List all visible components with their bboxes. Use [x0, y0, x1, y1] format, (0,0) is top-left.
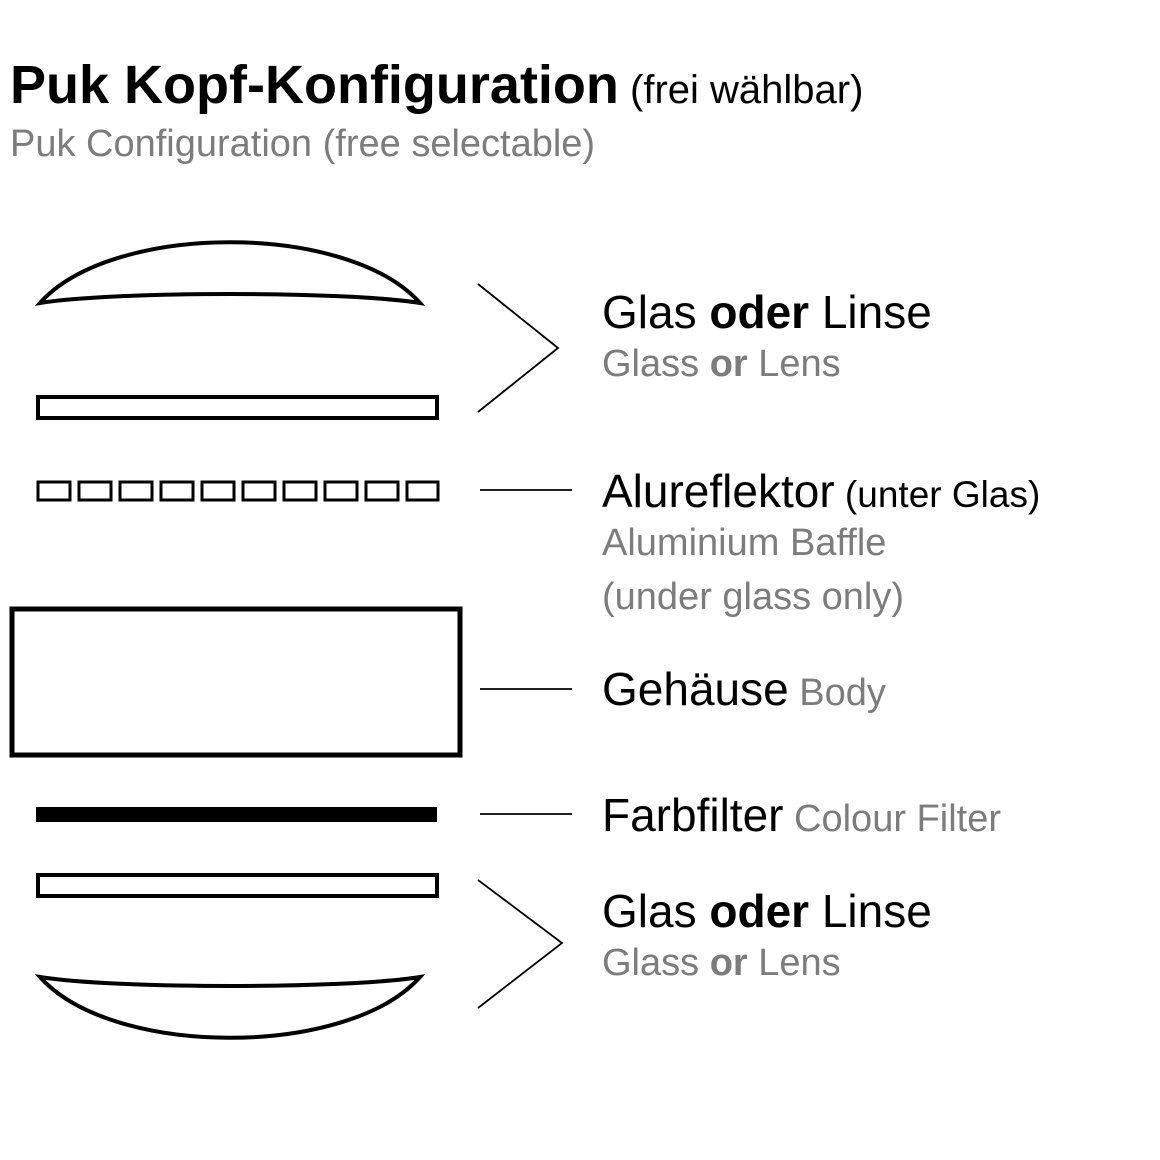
label-body-english: Body: [788, 672, 886, 714]
aluminium-baffle-shape: [36, 480, 440, 502]
body-shape: [9, 606, 463, 758]
label-glass-top-german: Glas oder Linse: [602, 286, 932, 338]
lens-top-shape: [34, 240, 426, 306]
connector-bracket-top: [477, 283, 560, 413]
glass-plate-top-shape: [36, 395, 439, 420]
page-subtitle: Puk Configuration (free selectable): [10, 123, 596, 166]
label-glass-bottom-english: Glass or Lens: [602, 942, 841, 985]
connector-bracket-bottom: [477, 879, 564, 1009]
label-filter-english: Colour Filter: [783, 798, 1001, 840]
label-glass-top-english: Glass or Lens: [602, 343, 841, 386]
label-glass-bottom-german: Glas oder Linse: [602, 885, 932, 937]
label-body: Gehäuse Body: [602, 663, 886, 720]
colour-filter-shape: [36, 807, 437, 822]
label-glass-or-lens-top: Glas oder Linse Glass or Lens: [602, 286, 932, 392]
label-glass-or-lens-bottom: Glas oder Linse Glass or Lens: [602, 885, 932, 991]
lens-bottom-shape: [34, 974, 426, 1040]
label-baffle-english-line1: Aluminium Baffle: [602, 522, 887, 565]
page-title: Puk Kopf-Konfiguration (frei wählbar): [10, 55, 864, 115]
label-aluminium-baffle: Alureflektor (unter Glas) Aluminium Baff…: [602, 465, 1040, 624]
header: Puk Kopf-Konfiguration (frei wählbar) Pu…: [10, 55, 864, 166]
title-german: Puk Kopf-Konfiguration: [10, 55, 619, 115]
label-colour-filter: Farbfilter Colour Filter: [602, 789, 1001, 846]
label-baffle-english-line2: (under glass only): [602, 575, 905, 618]
title-german-suffix: (frei wählbar): [618, 68, 864, 112]
label-filter-german: Farbfilter: [602, 789, 784, 841]
glass-plate-bottom-shape: [36, 873, 439, 898]
label-baffle-german: Alureflektor (unter Glas): [602, 465, 1041, 517]
label-body-german: Gehäuse: [602, 663, 789, 715]
